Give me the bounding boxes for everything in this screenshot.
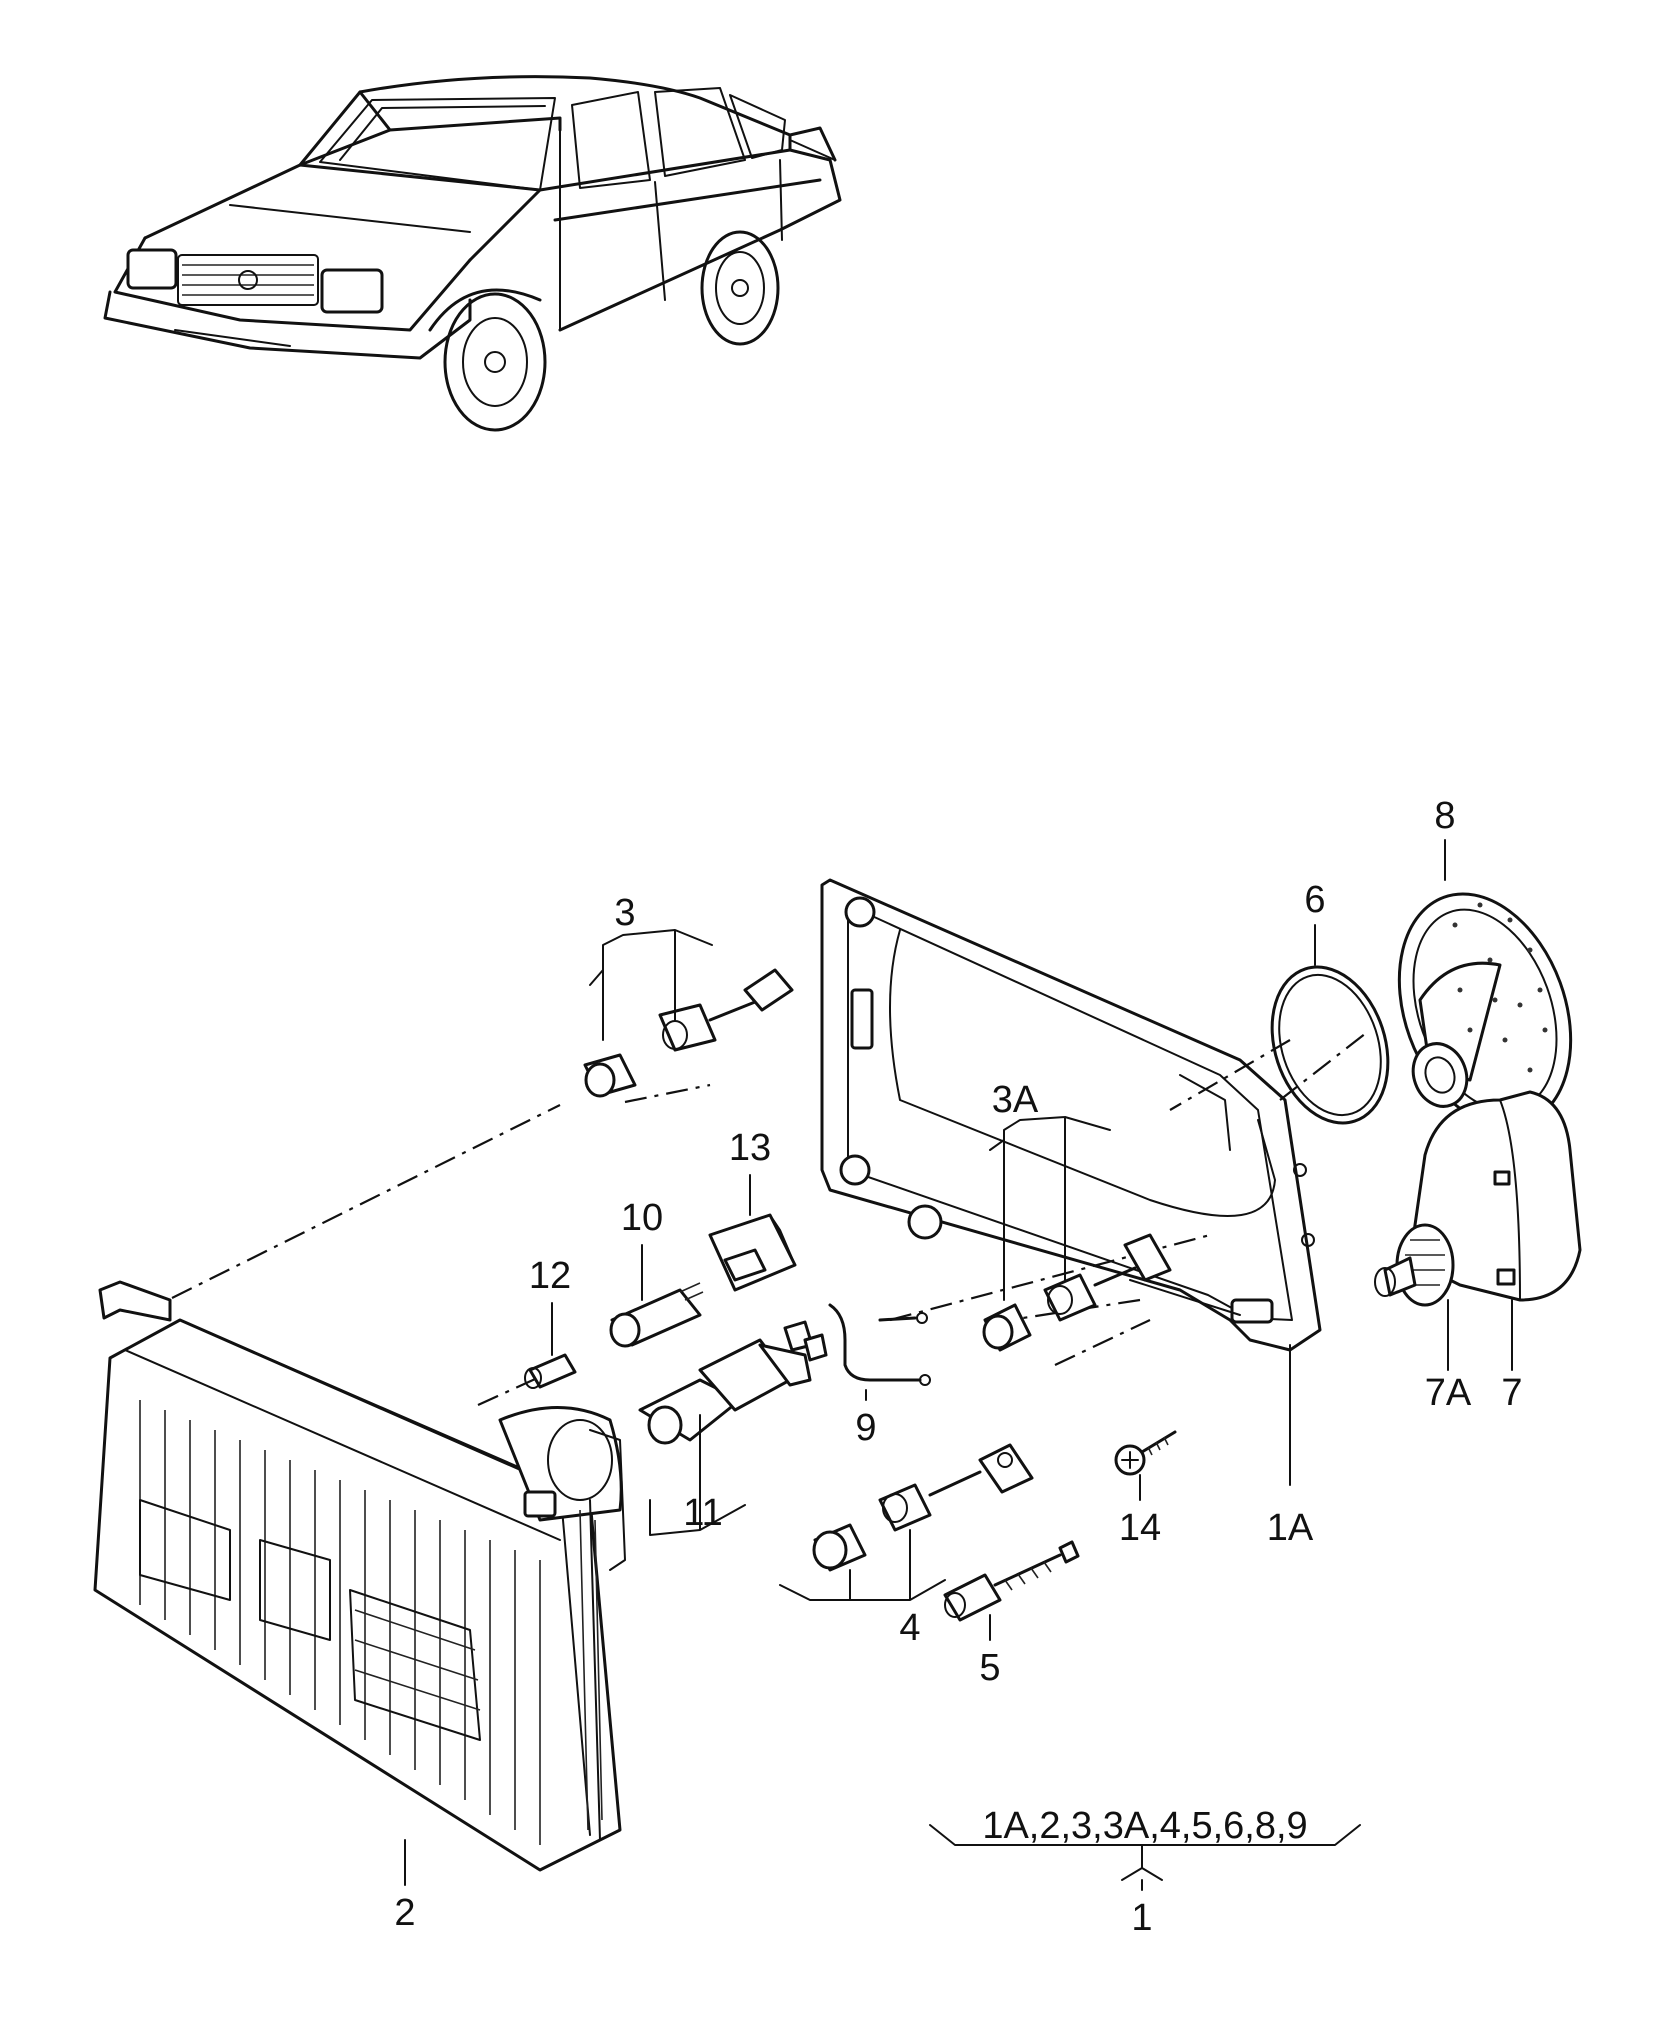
part-9-spring-clip [828,1303,931,1386]
callout-12: 12 [529,1255,571,1297]
part-10-socket [609,1282,704,1348]
callout-labels: 3 3A 13 10 12 11 9 4 5 14 1A 6 8 7A 7 2 … [394,795,1522,1939]
part-4-bulb-holder [812,1443,1034,1572]
headlight-frame [820,878,1322,1352]
car-illustration [103,75,842,432]
callout-7: 7 [1501,1372,1522,1414]
part-5-adjusting-screw [943,1540,1080,1622]
callout-14: 14 [1119,1507,1161,1549]
callout-4: 4 [899,1607,920,1649]
part-14-screw [1114,1430,1177,1476]
leader-lines [404,839,1513,1891]
part-13-connector [708,1213,797,1292]
callout-1: 1 [1131,1897,1152,1939]
headlight-lens [93,1280,626,1872]
callout-13: 13 [729,1127,771,1169]
part-12-bulb [524,1353,577,1389]
callout-11: 11 [683,1492,722,1534]
part-7-cover [1408,1090,1582,1302]
part-11-h4-bulb [638,1320,828,1445]
callout-1a: 1A [1267,1507,1314,1549]
callout-10: 10 [621,1197,663,1239]
callout-6: 6 [1304,879,1325,921]
callout-3a: 3A [992,1079,1039,1121]
assembly-note: 1A,2,3,3A,4,5,6,8,9 [982,1805,1307,1847]
callout-9: 9 [855,1407,876,1449]
part-3-bulb-holder [583,968,794,1098]
callout-5: 5 [979,1647,1000,1689]
connection-lines [171,1029,1371,1407]
part-7a-bulb [1374,1223,1455,1307]
callout-8: 8 [1434,795,1455,837]
callout-7a: 7A [1425,1372,1472,1414]
part-6-ring-seal [1270,965,1390,1125]
callout-3: 3 [614,892,635,934]
callout-2: 2 [394,1892,415,1934]
part-3a-bulb-holder [982,1233,1172,1352]
